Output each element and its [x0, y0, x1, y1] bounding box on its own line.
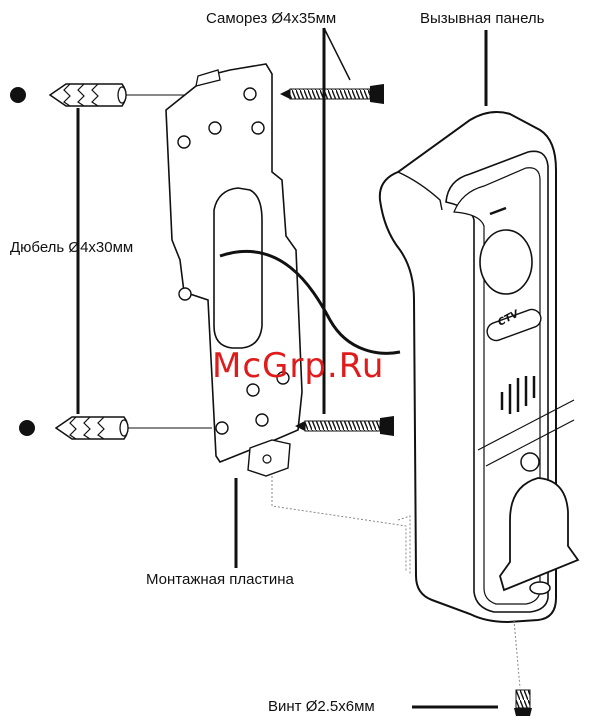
mounting-plate: [166, 64, 302, 476]
bolt-label: Винт Ø2.5x6мм: [268, 698, 375, 716]
plate-label: Монтажная пластина: [146, 571, 294, 589]
alignment-dashed-line: [272, 476, 410, 574]
screw-bottom: [295, 416, 394, 436]
small-bolt: [514, 690, 532, 716]
dowel-label: Дюбель Ø4x30мм: [10, 239, 133, 257]
panel-label: Вызывная панель: [420, 10, 545, 28]
screw-callout-line-top: [324, 28, 350, 80]
call-panel: [380, 112, 578, 622]
dowel-bottom: [56, 417, 212, 439]
dowel-top: [50, 84, 192, 106]
dowel-bullet-top: [10, 87, 26, 103]
dowel-bullet-bottom: [19, 420, 35, 436]
screw-top: [280, 84, 384, 104]
screw-label: Саморез Ø4x35мм: [206, 10, 336, 28]
watermark: McGrp.Ru: [212, 346, 384, 386]
bolt-dashed-line: [514, 620, 520, 688]
